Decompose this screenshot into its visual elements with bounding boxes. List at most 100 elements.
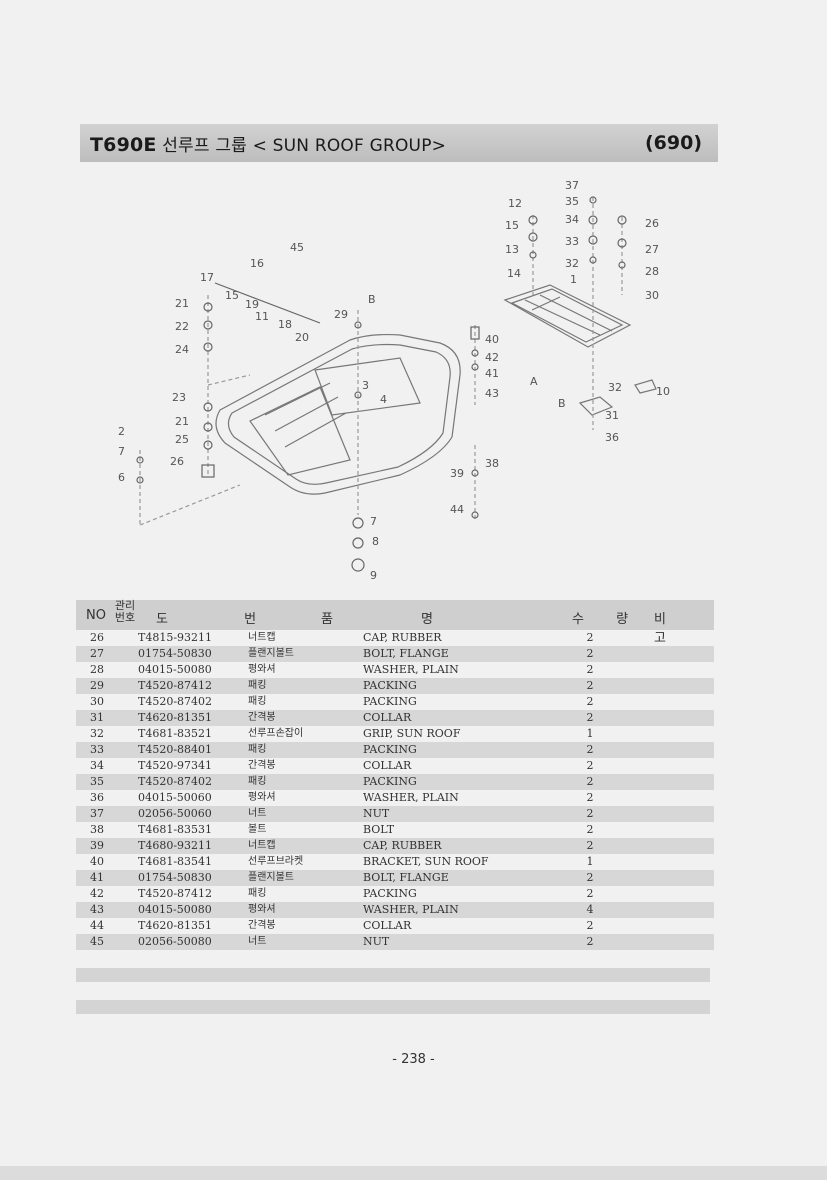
header-quantity: 수 량	[572, 612, 643, 627]
quantity: 2	[586, 743, 594, 756]
callout-4: 4	[380, 393, 387, 406]
part-name-korean: 패킹	[248, 680, 267, 691]
callout-28: 27	[645, 243, 659, 256]
callout-21: 21	[175, 297, 189, 310]
quantity: 2	[586, 647, 594, 660]
quantity: 1	[586, 855, 594, 868]
part-number: T4620-81351	[138, 919, 213, 932]
header-drawing-number: 도 번	[156, 612, 293, 627]
part-number: T4520-87412	[138, 887, 213, 900]
part-number: 01754-50830	[138, 871, 212, 884]
callout-37: 35	[565, 195, 579, 208]
part-name-korean: 선루프손잡이	[248, 728, 304, 739]
part-name-korean: 평와셔	[248, 904, 276, 915]
part-name-korean: 간격봉	[248, 760, 276, 771]
part-number: 02056-50060	[138, 807, 212, 820]
part-number: 04015-50060	[138, 791, 212, 804]
quantity: 2	[586, 759, 594, 772]
callout-9: 9	[370, 569, 377, 582]
callout-6: 6	[118, 471, 125, 484]
exploded-parts-diagram: 37 35 34 33 32 12 15 13 14 1 26 27 28 30…	[118, 179, 670, 582]
callout-23: 23	[172, 391, 186, 404]
callout-22: 22	[175, 320, 189, 333]
group-name: 선루프 그룹 < SUN ROOF GROUP>	[162, 135, 447, 156]
callout-30: 29	[334, 308, 348, 321]
callout-44: 43	[485, 387, 499, 400]
callout-24: 24	[175, 343, 189, 356]
part-name-english: CAP, RUBBER	[363, 631, 442, 644]
group-header-bar: T690E 선루프 그룹 < SUN ROOF GROUP> (690)	[80, 124, 718, 162]
callout-29: 28	[645, 265, 659, 278]
quantity: 2	[586, 807, 594, 820]
callout-36: 34	[565, 213, 579, 226]
row-number: 29	[90, 679, 104, 692]
callout-18: 18	[278, 318, 292, 331]
part-name-korean: 너트	[248, 936, 267, 947]
header-mgmt-line1: 관리	[114, 599, 136, 612]
part-name-english: WASHER, PLAIN	[363, 791, 459, 804]
callout-42: 41	[485, 367, 499, 380]
row-number: 32	[90, 727, 104, 740]
part-name-english: PACKING	[363, 679, 417, 692]
part-name-english: BRACKET, SUN ROOF	[363, 855, 489, 868]
table-header: NO 관리 번호 도 번 품 명 수 량 비 고	[76, 600, 714, 646]
callout-12: 12	[508, 197, 522, 210]
callout-26: 26	[170, 455, 184, 468]
part-name-english: WASHER, PLAIN	[363, 903, 459, 916]
part-name-korean: 너트	[248, 808, 267, 819]
page-bottom-edge	[0, 1166, 827, 1180]
diagram-callouts: 37 35 34 33 32 12 15 13 14 1 26 27 28 30…	[118, 179, 670, 582]
callout-B-top: B	[368, 293, 376, 306]
page-number: - 238 -	[392, 1052, 435, 1067]
callout-A-top: 45	[290, 241, 304, 254]
row-number: 30	[90, 695, 104, 708]
row-number: 33	[90, 743, 104, 756]
part-number: T4681-83521	[138, 727, 213, 740]
part-number: T4520-88401	[138, 743, 213, 756]
row-number: 44	[90, 919, 104, 932]
part-number: 02056-50080	[138, 935, 212, 948]
empty-row-bar-1	[76, 968, 710, 982]
row-number: 27	[90, 647, 104, 660]
header-mgmt-number: 관리 번호	[112, 600, 138, 624]
row-number: 40	[90, 855, 104, 868]
row-number: 45	[90, 935, 104, 948]
callout-45: 44	[450, 503, 464, 516]
row-number: 28	[90, 663, 104, 676]
quantity: 2	[586, 791, 594, 804]
part-number: T4815-93211	[138, 631, 213, 644]
part-number: T4681-83531	[138, 823, 213, 836]
part-name-korean: 패킹	[248, 744, 267, 755]
quantity: 2	[586, 631, 594, 644]
part-name-korean: 선루프브라켓	[248, 856, 304, 867]
part-name-english: COLLAR	[363, 759, 412, 772]
callout-A-right: A	[530, 375, 538, 388]
quantity: 1	[586, 727, 594, 740]
callout-15: 15	[505, 219, 519, 232]
part-name-english: PACKING	[363, 887, 417, 900]
header-remark: 비 고	[654, 612, 684, 646]
row-number: 43	[90, 903, 104, 916]
callout-19: 19	[245, 298, 259, 311]
group-number: (690)	[644, 132, 702, 154]
header-no: NO	[86, 608, 106, 623]
part-name-korean: 플랜지볼트	[248, 648, 294, 659]
part-name-english: NUT	[363, 935, 390, 948]
part-name-english: COLLAR	[363, 711, 412, 724]
part-name-english: PACKING	[363, 743, 417, 756]
callout-17: 17	[200, 271, 214, 284]
header-name-2: 명	[421, 612, 433, 627]
row-number: 36	[90, 791, 104, 804]
